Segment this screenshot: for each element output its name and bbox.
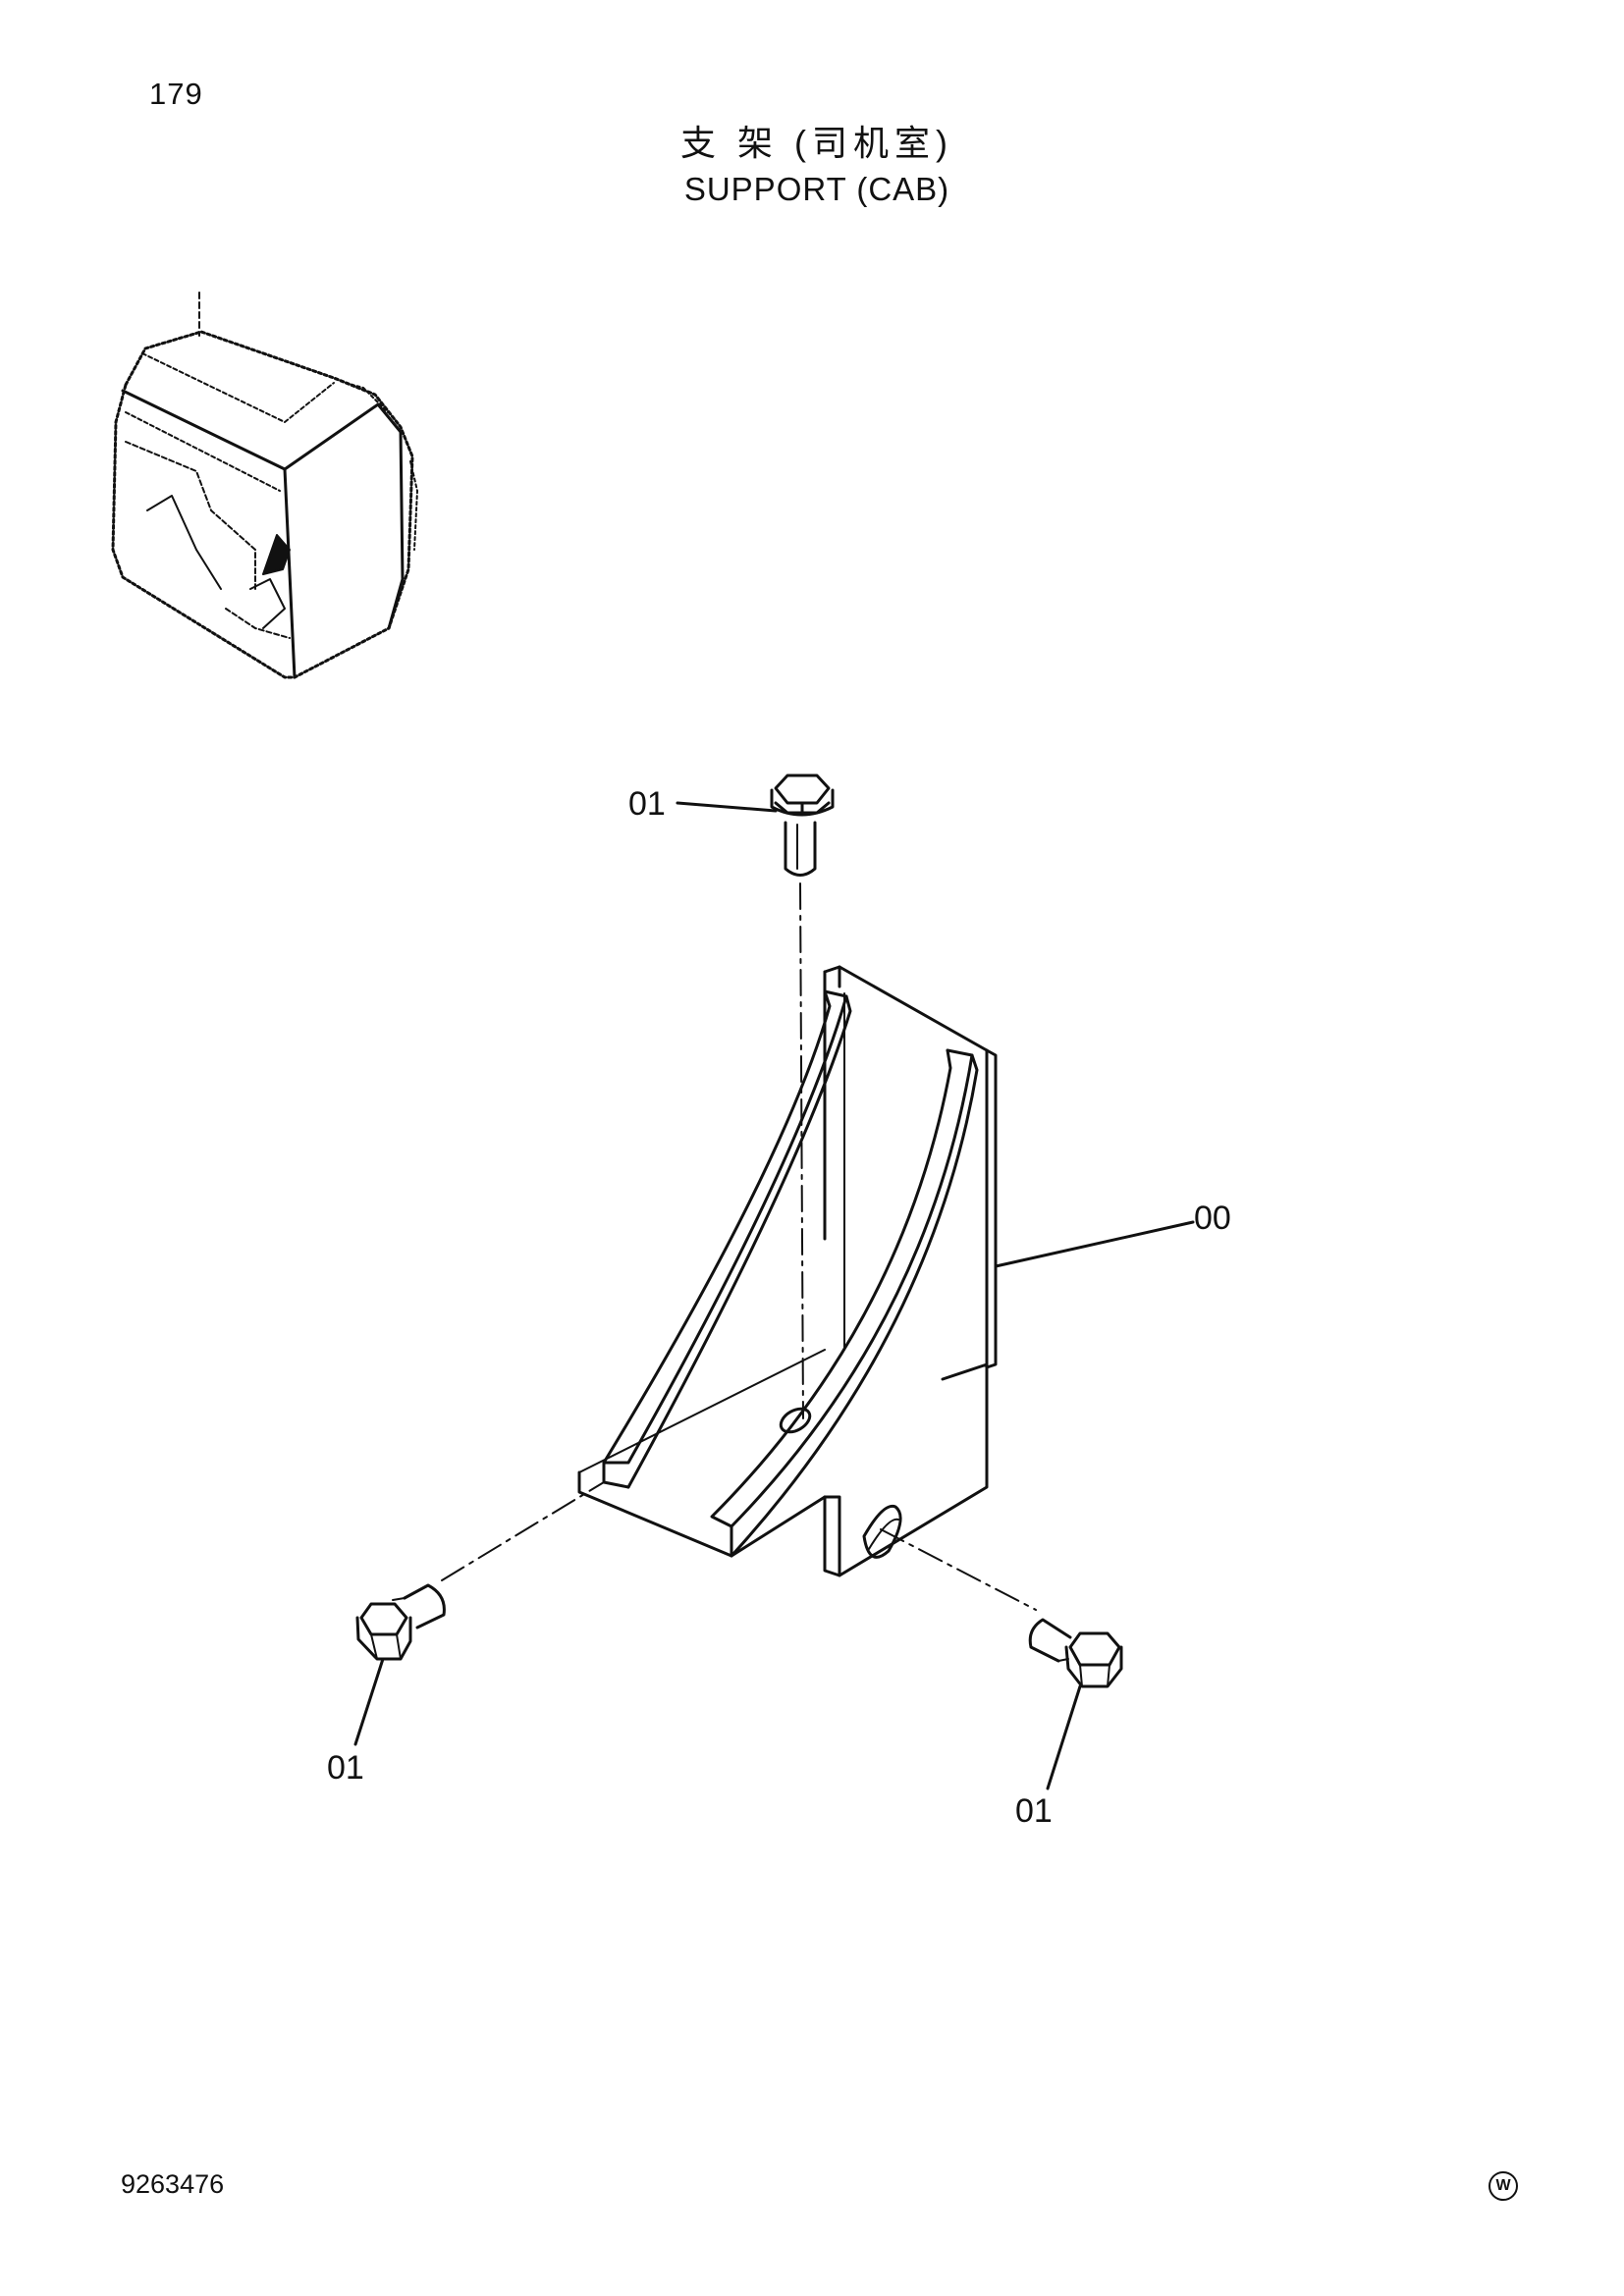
document-number: 9263476	[121, 2169, 225, 2199]
callout-bracket: 00	[1194, 1200, 1231, 1237]
callout-bolt-left: 01	[327, 1749, 364, 1787]
callout-bolt-top: 01	[628, 785, 666, 823]
circled-w-mark: W	[1489, 2171, 1518, 2201]
page-title: 支 架 (司机室) SUPPORT (CAB)	[0, 120, 1624, 212]
callout-bolt-right: 01	[1015, 1792, 1053, 1830]
bolt-right	[1028, 1618, 1123, 1688]
leader-bolt-top	[676, 801, 778, 813]
title-chinese: 支 架 (司机室)	[680, 123, 953, 163]
cab-thumbnail	[111, 292, 418, 679]
bolt-top	[770, 774, 835, 877]
title-english: SUPPORT (CAB)	[683, 171, 950, 207]
page-number: 179	[149, 77, 203, 111]
leader-bracket	[994, 1220, 1195, 1268]
bracket-support	[577, 965, 998, 1577]
bolt-left	[355, 1583, 446, 1661]
leader-bolt-left	[353, 1657, 385, 1746]
leader-bolt-right	[1046, 1684, 1082, 1790]
